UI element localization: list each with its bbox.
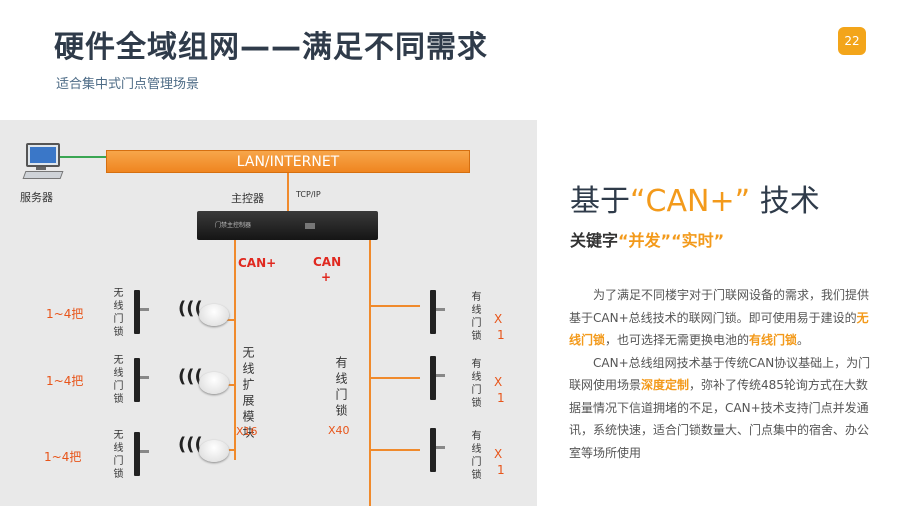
description-text: 为了满足不同楼宇对于门联网设备的需求，我们提供基于CAN+总线技术的联网门锁。即… — [569, 284, 879, 464]
title-prefix: 基于 — [570, 184, 630, 219]
server-computer-icon — [22, 143, 64, 187]
wired-count-n-1: 1 — [497, 328, 505, 342]
keyword-line: 关键字“并发”“实时” — [570, 227, 724, 251]
title-suffix: 技术 — [750, 184, 820, 219]
para2-highlight-custom: 深度定制 — [641, 378, 690, 392]
can-right-label: CAN — [313, 255, 342, 269]
controller-device-text: 门禁主控制器 — [215, 222, 252, 229]
keyword-prefix: 关键字 — [570, 231, 619, 250]
signal-wave-icon: ((( — [178, 434, 203, 455]
kw1-open-quote: “ — [618, 231, 629, 250]
wired-count-n-3: 1 — [497, 463, 505, 477]
signal-wave-icon: ((( — [178, 366, 203, 387]
wireless-range-1: 1~4把 — [46, 307, 84, 321]
wireless-lock-label-2: 无线门锁 — [111, 354, 122, 406]
wireless-range-3: 1~4把 — [44, 450, 82, 464]
para1-text-a: 为了满足不同楼宇对于门联网设备的需求，我们提供基于CAN+总线技术的联网门锁。即… — [569, 288, 870, 325]
wired-lock-icon — [430, 356, 445, 400]
wired-count-x-1: X — [494, 312, 503, 326]
wired-lock-icon — [430, 290, 445, 334]
can-tech-title: 基于“CAN+” 技术 — [570, 176, 820, 220]
main-controller-device: 门禁主控制器 — [197, 211, 378, 240]
wired-lock-center-label: 有线门锁 — [334, 356, 348, 420]
diagram-lines — [58, 156, 420, 506]
tcpip-label: TCP/IP — [296, 190, 321, 199]
title-open-quote: “ — [630, 184, 646, 219]
para1-highlight-wireless: 无线门锁 — [569, 310, 869, 348]
signal-wave-icon: ((( — [178, 298, 203, 319]
wired-lock-label-2: 有线门锁 — [469, 358, 480, 410]
wireless-lock-label-3: 无线门锁 — [111, 429, 122, 481]
controller-label: 主控器 — [231, 192, 264, 205]
description-paragraph-1: 为了满足不同楼宇对于门联网设备的需求，我们提供基于CAN+总线技术的联网门锁。即… — [569, 284, 879, 352]
wireless-lock-icon — [134, 432, 149, 476]
para1-highlight-wired: 有线门锁 — [749, 333, 798, 347]
info-panel — [537, 120, 900, 506]
wired-count-n-2: 1 — [497, 391, 505, 405]
wireless-lock-label-1: 无线门锁 — [111, 287, 122, 339]
keyword-concurrent: 并发 — [628, 231, 661, 250]
para1-text-c: 。 — [797, 333, 810, 347]
can-right-plus: + — [321, 270, 332, 284]
page-title: 硬件全域组网——满足不同需求 — [54, 30, 488, 65]
wired-count-x-2: X — [494, 375, 503, 389]
para2-text-b: ，弥补了传统485轮询方式在大数据量情况下信道拥堵的不足，CAN+技术支持门点并… — [569, 378, 870, 460]
para1-text-b: ，也可选择无需更换电池的 — [605, 333, 750, 347]
page-subtitle: 适合集中式门点管理场景 — [56, 77, 200, 92]
kw1-close-quote: ” — [660, 231, 672, 250]
wireless-module-icon — [194, 300, 234, 330]
wired-lock-icon — [430, 428, 445, 472]
para2-text-a: CAN+总线组网技术基于传统CAN协议基础上，为门联网使用场景 — [569, 355, 871, 393]
wireless-module-icon — [194, 368, 234, 398]
wireless-lock-icon — [134, 358, 149, 402]
wired-count-x-3: X — [494, 447, 503, 461]
title-highlight: CAN+ — [645, 184, 735, 219]
keyword-realtime: 实时 — [681, 231, 714, 250]
network-diagram-panel — [0, 120, 537, 506]
page-number-badge: 22 — [838, 27, 866, 55]
server-label: 服务器 — [20, 191, 53, 204]
wired-lock-center-count: X40 — [328, 424, 350, 437]
description-paragraph-2: CAN+总线组网技术基于传统CAN协议基础上，为门联网使用场景深度定制，弥补了传… — [569, 352, 879, 465]
kw2-open-quote: “ — [671, 231, 682, 250]
title-close-quote: ” — [734, 184, 751, 219]
wireless-lock-icon — [134, 290, 149, 334]
can-left-label: CAN+ — [238, 256, 277, 270]
wireless-module-label: 无线扩展模块 — [241, 346, 255, 442]
wireless-module-count: X16 — [236, 425, 258, 438]
wired-lock-label-1: 有线门锁 — [469, 291, 480, 343]
wireless-range-2: 1~4把 — [46, 374, 84, 388]
kw2-close-quote: ” — [713, 231, 725, 250]
wireless-module-icon — [194, 436, 234, 466]
wired-lock-label-3: 有线门锁 — [469, 430, 480, 482]
lan-internet-bar: LAN/INTERNET — [106, 150, 470, 173]
